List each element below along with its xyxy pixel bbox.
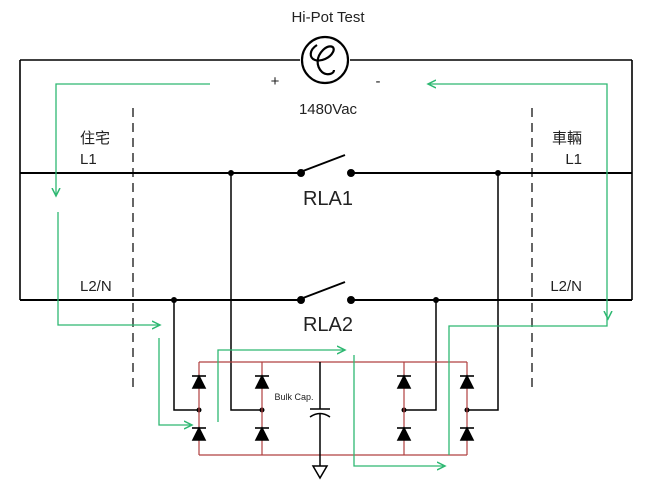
boundary-dashes xyxy=(132,108,533,390)
title-label: Hi-Pot Test xyxy=(291,9,365,26)
bulk-cap-label: Bulk Cap. xyxy=(274,392,313,402)
minus-label: - xyxy=(376,73,381,90)
tap-wires xyxy=(173,173,499,411)
plus-label: + xyxy=(271,73,280,90)
capacitor-icon xyxy=(309,362,331,455)
diode-icon xyxy=(459,374,475,441)
test-loop-wires xyxy=(19,59,633,300)
left-side-label: 住宅 xyxy=(80,130,110,147)
diode-icon xyxy=(396,374,412,441)
line-wires xyxy=(20,172,632,301)
voltage-label: 1480Vac xyxy=(299,101,358,118)
relay2-label: RLA2 xyxy=(303,314,353,336)
relay-switch-icon xyxy=(297,154,355,177)
right-l1-label: L1 xyxy=(565,151,582,168)
ac-source-icon xyxy=(300,35,350,85)
ground-icon xyxy=(311,455,329,480)
right-l2n-label: L2/N xyxy=(550,278,582,295)
left-l2n-label: L2/N xyxy=(80,278,112,295)
diode-icon xyxy=(191,374,207,441)
right-side-label: 車輛 xyxy=(552,130,582,147)
current-path-arrows xyxy=(56,84,608,466)
bridge-rails xyxy=(198,361,468,456)
left-l1-label: L1 xyxy=(80,151,97,168)
relay-switch-icon xyxy=(297,281,355,304)
diode-icon xyxy=(254,374,270,441)
relay1-label: RLA1 xyxy=(303,188,353,210)
